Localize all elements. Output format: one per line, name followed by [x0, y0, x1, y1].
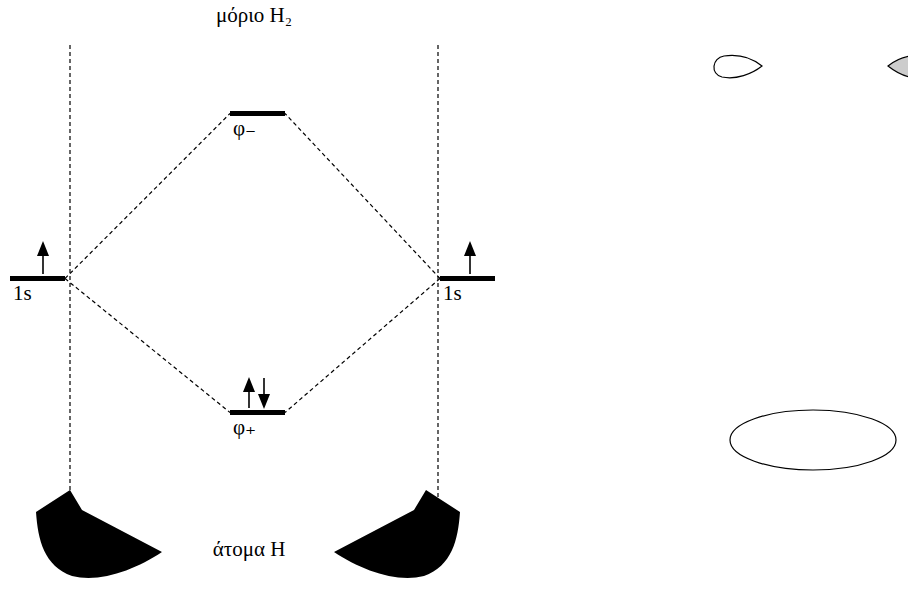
correlation-line [65, 279, 230, 413]
orbital-label: φ₋ [230, 116, 285, 140]
correlation-line [285, 114, 440, 279]
orbital-ellipse [730, 410, 896, 470]
orbital-lobe [714, 55, 762, 77]
energy-level: 1s [440, 276, 495, 305]
orbital-label: 1s [440, 281, 495, 305]
caption-label: άτομα H [213, 538, 286, 561]
spin-down-arrow [258, 378, 270, 409]
energy-level: φ₊ [230, 410, 285, 439]
spin-up-arrow [37, 241, 49, 274]
dashed-divider [437, 45, 438, 502]
curved-arrow [334, 490, 460, 578]
energy-level: φ₋ [230, 111, 285, 140]
spin-up-arrow [243, 377, 255, 408]
curved-arrow [36, 490, 162, 578]
orbital-label: 1s [10, 281, 65, 305]
spin-up-arrow [464, 241, 476, 274]
orbital-lobe [888, 55, 908, 77]
correlation-line [65, 114, 230, 279]
diagram-title: μόριο H₂ [216, 4, 292, 27]
energy-level: 1s [10, 276, 65, 305]
orbital-label: φ₊ [230, 415, 285, 439]
correlation-line [285, 279, 440, 413]
